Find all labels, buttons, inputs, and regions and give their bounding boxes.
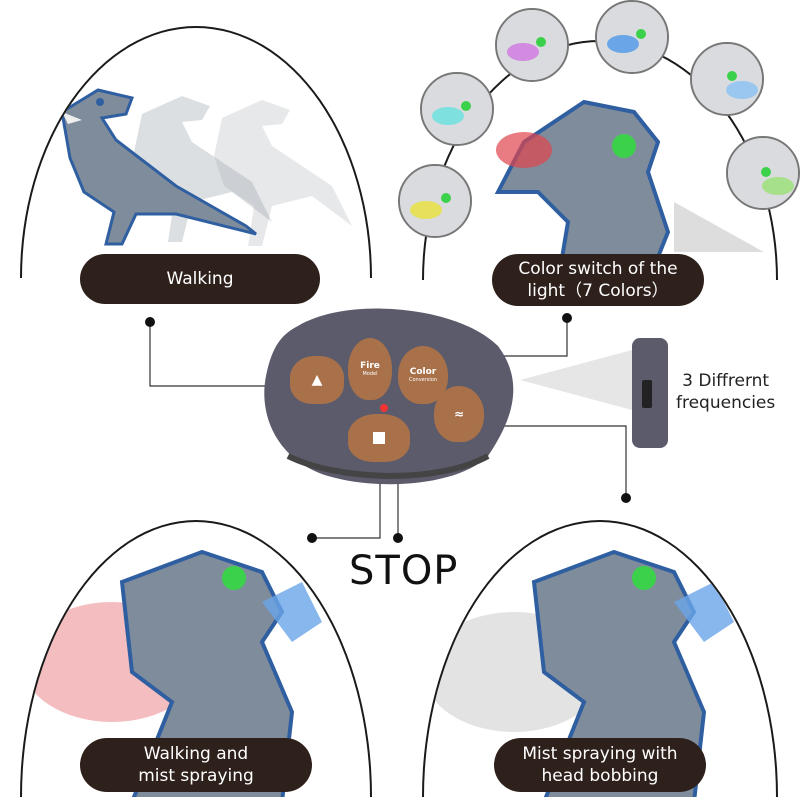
dinosaur-spikes bbox=[674, 202, 764, 252]
back-lights bbox=[262, 582, 322, 642]
fire-mode-button[interactable]: Fire Model bbox=[348, 338, 392, 400]
color-thumb-cyan bbox=[420, 72, 494, 146]
back-lights bbox=[674, 582, 734, 642]
walking-dinosaur bbox=[60, 88, 257, 246]
color-thumb-blue bbox=[595, 0, 669, 74]
color-thumb-lightblue bbox=[690, 42, 764, 116]
color-conversion-label: Color bbox=[409, 367, 437, 377]
walk-button[interactable]: ▲ bbox=[290, 356, 344, 404]
mist-icon: ≈ bbox=[453, 407, 465, 421]
eye-glow bbox=[222, 566, 246, 590]
stop-text: STOP bbox=[349, 548, 459, 594]
arrow-up-icon: ▲ bbox=[311, 372, 323, 388]
color-switch-label: Color switch of the light（7 Colors） bbox=[492, 254, 704, 306]
power-led bbox=[380, 404, 388, 412]
stop-button[interactable] bbox=[348, 414, 410, 462]
connector-dot bbox=[621, 493, 631, 503]
connector-dot bbox=[145, 317, 155, 327]
walking-dinosaur-illustration bbox=[60, 88, 352, 246]
remote-side-view bbox=[632, 338, 668, 448]
head-bobbing-dinosaur-illustration bbox=[424, 549, 734, 797]
walking-label: Walking bbox=[80, 254, 320, 304]
eye-glow bbox=[632, 566, 656, 590]
color-conversion-sublabel: Conversion bbox=[408, 377, 438, 383]
fire-mode-sublabel: Model bbox=[362, 371, 378, 377]
connector-dot bbox=[562, 313, 572, 323]
mist-button[interactable]: ≈ bbox=[434, 386, 484, 442]
connector-dot bbox=[393, 533, 403, 543]
frequencies-text: 3 Diffrernt frequencies bbox=[676, 371, 776, 413]
frequency-switch bbox=[642, 380, 652, 408]
color-thumb-yellow bbox=[398, 164, 472, 238]
walking-panel bbox=[20, 26, 372, 278]
mist-head-label: Mist spraying with head bobbing bbox=[494, 738, 706, 792]
head-bobbing-dinosaur bbox=[531, 549, 707, 797]
remote-control: ▲ Fire Model Color Conversion ≈ bbox=[258, 306, 520, 488]
zoom-beam bbox=[520, 350, 632, 410]
red-mist bbox=[496, 132, 552, 168]
stop-square-icon bbox=[373, 432, 385, 444]
eye-glow bbox=[612, 134, 636, 158]
walking-mist-label: Walking and mist spraying bbox=[80, 738, 312, 792]
color-thumb-pink bbox=[495, 8, 569, 82]
walking-ghost-dinosaur bbox=[134, 96, 272, 242]
walking-ghost-dinosaur bbox=[214, 100, 352, 246]
mist-dinosaur-illustration bbox=[22, 549, 322, 797]
fire-mode-label: Fire bbox=[360, 361, 380, 371]
mist-dinosaur bbox=[119, 549, 295, 797]
color-thumb-green bbox=[726, 136, 800, 210]
